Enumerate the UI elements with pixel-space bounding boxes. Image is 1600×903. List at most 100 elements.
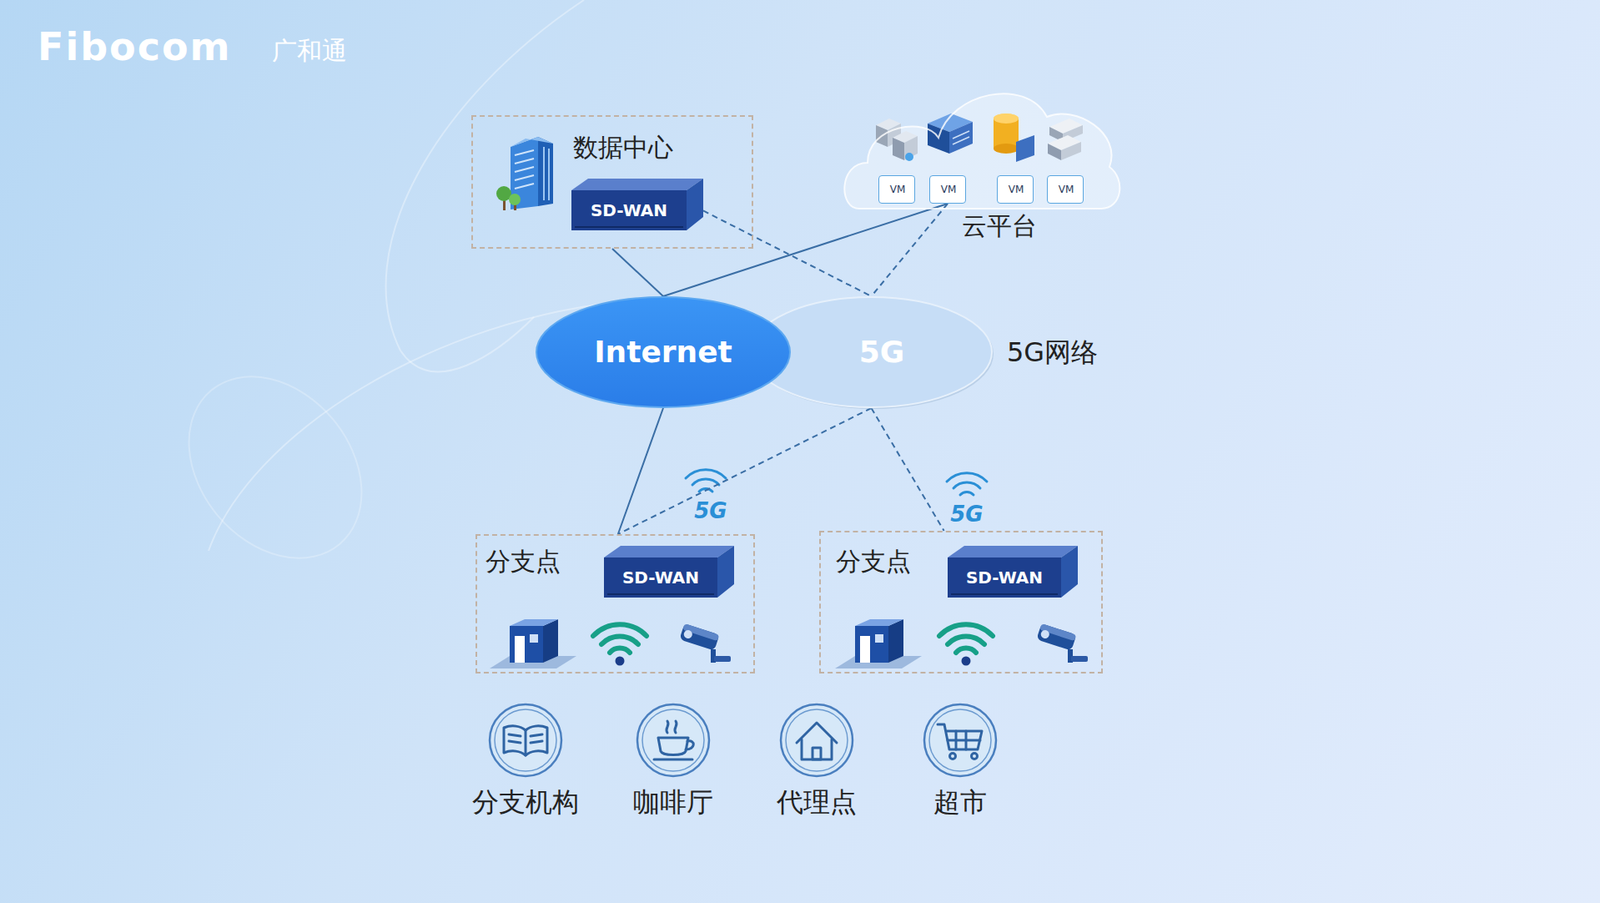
background-arcs (153, 342, 398, 593)
scene-circle: 分支机构 (462, 703, 589, 821)
server-icons (1047, 143, 1062, 161)
sdwan-device-shape (947, 545, 1078, 558)
scene-icons (637, 704, 710, 776)
solid-link (663, 203, 948, 297)
logo-cn: 广和通 (271, 36, 348, 66)
vm-box: VM (878, 175, 916, 204)
sdwan-device-shape (1061, 545, 1078, 598)
server-icons (993, 113, 1019, 124)
vm-box: VM (996, 175, 1034, 204)
sdwan-device-shape (950, 593, 1058, 595)
sdwan-device-text: SD-WAN (966, 568, 1043, 588)
datacenter-box: 数据中心 SD-WAN (471, 115, 754, 249)
scene-icons (503, 720, 982, 760)
solid-link (612, 248, 664, 297)
scene-icons (530, 740, 543, 743)
branch-box: 分支点 SD-WAN (819, 530, 1103, 674)
scene-icons (530, 734, 543, 736)
scene-icons (929, 709, 992, 771)
branch-box-text: 分支点 (835, 547, 911, 577)
scene-icons (924, 704, 997, 776)
scene-circle-text: 分支机构 (472, 786, 579, 818)
scene-icons (642, 709, 705, 771)
scene-icons (780, 704, 853, 776)
scene-icons (508, 740, 521, 743)
scene-circle-shape (924, 704, 997, 776)
branch-icons (939, 623, 993, 665)
scene-icons (785, 709, 848, 771)
scene-icons (971, 753, 978, 760)
scene-circle-shape (780, 704, 853, 776)
building-icon (496, 136, 554, 211)
building-icon (514, 183, 534, 189)
5g-ellipse-text: 5G (859, 334, 906, 369)
scene-icons (494, 709, 992, 771)
building-icon (514, 150, 534, 156)
scene-circle-shape (637, 704, 710, 776)
sdwan-device-text: SD-WAN (622, 568, 700, 588)
dashed-link (618, 407, 872, 534)
sdwan-device-shape (686, 178, 704, 231)
cloud-platform-text: 云平台 (961, 211, 1037, 242)
building-icon (514, 175, 534, 181)
branch-icons (489, 618, 577, 669)
branch-box: 分支点 SD-WAN (475, 533, 755, 674)
sdwan-device-shape (607, 593, 715, 595)
dashed-link (703, 210, 872, 297)
scene-icons (489, 704, 997, 776)
scene-icons (801, 739, 832, 760)
sdwan-device-shape (603, 545, 735, 558)
scene-circle: 代理点 (754, 703, 880, 821)
vm-box: VM (929, 175, 967, 204)
5g-ellipse-shape (750, 296, 992, 408)
internet-ellipse-shape (536, 296, 790, 408)
logo-text: Fibocom (37, 25, 232, 70)
scene-icons (812, 747, 821, 760)
scene-icons (658, 737, 689, 755)
cloud-platform-shape (844, 93, 1120, 209)
5g-signal-icon (946, 472, 987, 495)
vm-box-text: VM (1008, 184, 1025, 197)
server-icons (993, 113, 1019, 124)
internet-ellipse: Internet (535, 296, 791, 408)
scene-icons (503, 725, 548, 755)
5g-signal-icon (685, 469, 987, 495)
server-icons (949, 121, 973, 154)
branch-icons (835, 618, 922, 669)
5g-signal-label: 5G (694, 498, 727, 524)
building-icon (514, 166, 534, 172)
solid-link (618, 407, 664, 534)
scene-icons (524, 729, 528, 755)
server-icons (1061, 141, 1082, 161)
scene-icons (674, 720, 677, 733)
sdwan-device-shape (571, 178, 704, 191)
5g-ellipse-text: 5G网络 (1006, 337, 1098, 368)
building-icon (508, 193, 521, 206)
building-icon (510, 136, 554, 147)
sdwan-device: SD-WAN (947, 545, 1078, 598)
sdwan-device-shape (571, 190, 687, 231)
internet-ellipse-text: Internet (593, 334, 733, 369)
scene-circle-text: 代理点 (776, 786, 857, 818)
scene-icons (494, 709, 557, 771)
sdwan-device: SD-WAN (571, 178, 704, 231)
scene-icons (947, 739, 981, 742)
dashed-link (871, 407, 945, 531)
building-icon (538, 136, 554, 207)
server-icons (875, 113, 1083, 162)
branch-icons (489, 618, 1088, 669)
5g-signal-icon (685, 469, 726, 492)
scene-icons (937, 724, 982, 750)
scene-circle-text: 咖啡厅 (633, 786, 714, 818)
datacenter-box-text: 数据中心 (573, 133, 674, 163)
branch-box-text: 分支点 (485, 547, 561, 577)
scene-icons (685, 740, 694, 750)
server-icons (905, 152, 914, 162)
dashed-link (871, 203, 949, 297)
sdwan-device-shape (603, 557, 718, 598)
server-icons (952, 136, 970, 145)
branch-icons (1036, 623, 1088, 663)
building-icon (543, 146, 545, 201)
